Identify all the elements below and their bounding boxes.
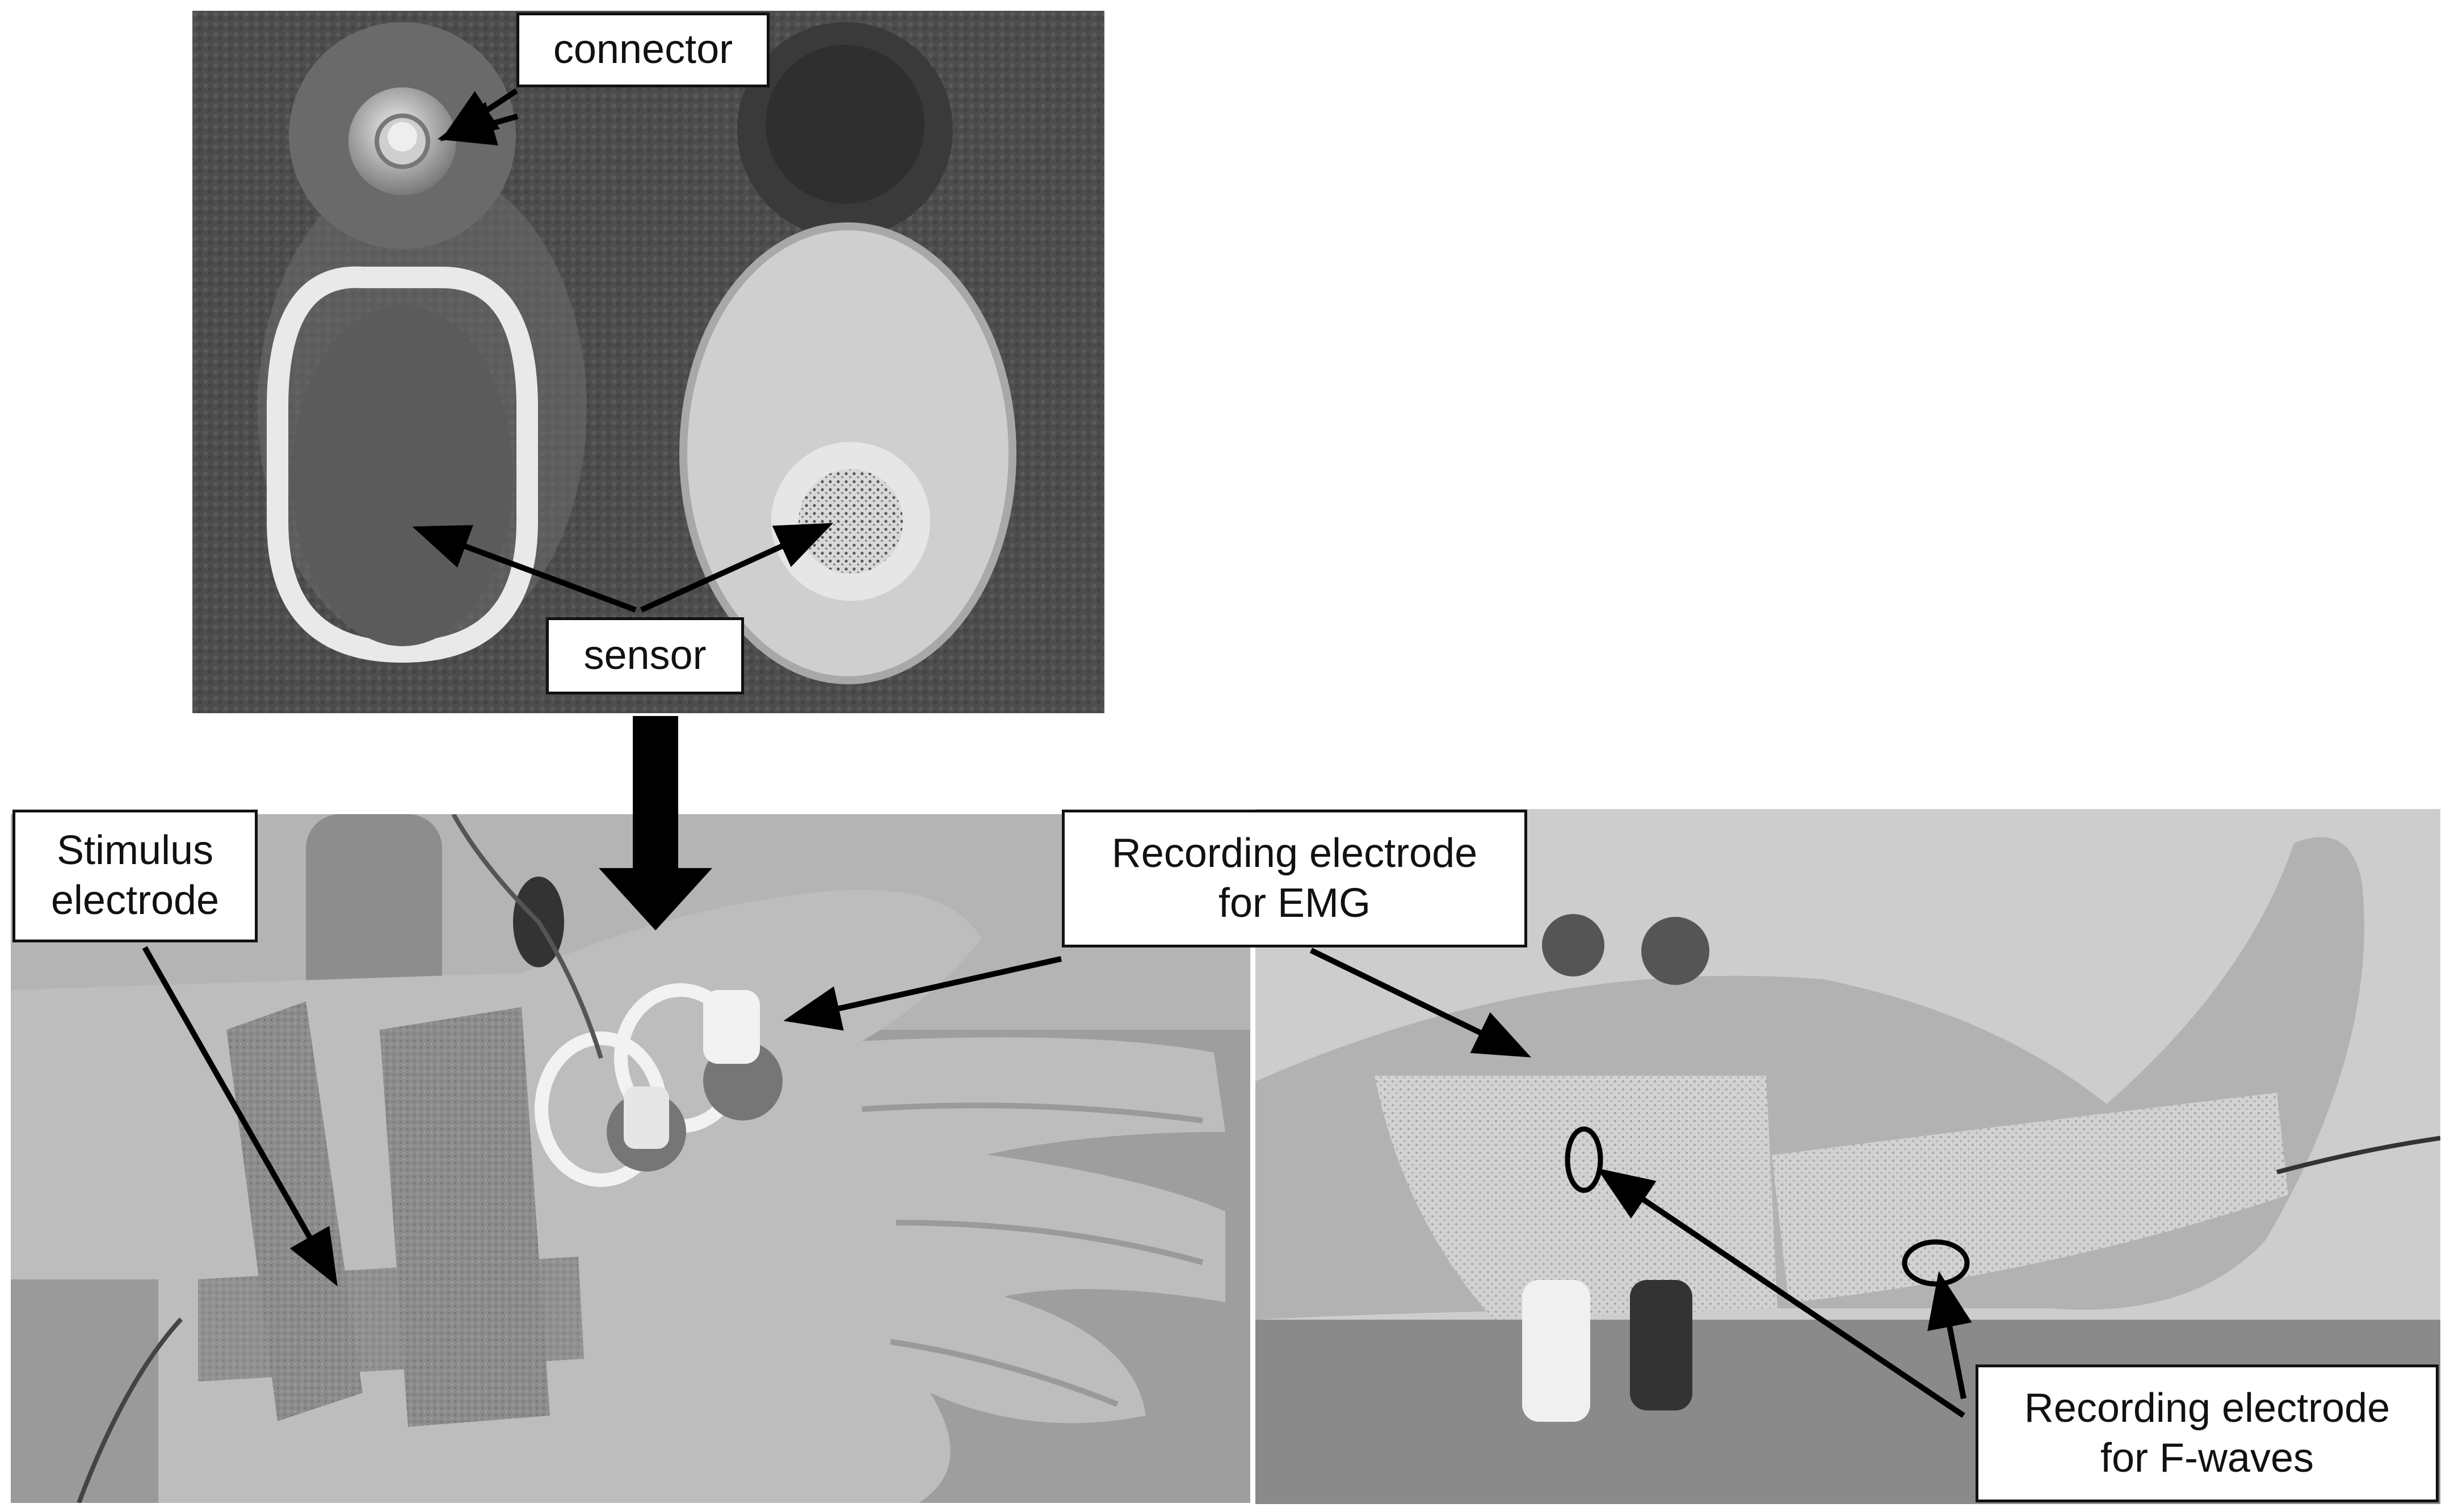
electrode-photo [192, 11, 1104, 713]
stimulus-electrode-label: Stimulus electrode [12, 810, 258, 942]
connector-label: connector [516, 12, 770, 87]
fwave-electrode-label: Recording electrode for F-waves [1976, 1364, 2439, 1502]
emg-electrode-label: Recording electrode for EMG [1062, 810, 1527, 947]
sensor-label: sensor [546, 617, 744, 694]
